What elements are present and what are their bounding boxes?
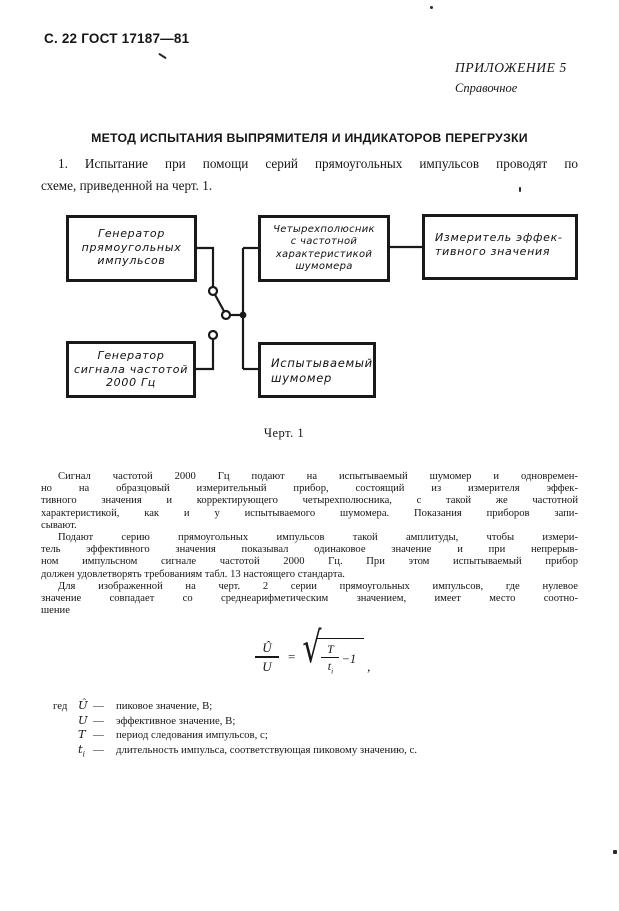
symbol-definitions: гед Û — пиковое значение, В; U — эффекти…	[53, 698, 418, 759]
intro-paragraph: 1. Испытание при помощи серий прямоуголь…	[41, 153, 578, 197]
paragraph-line: Сигнал частотой 2000 Гц подают на испыты…	[58, 471, 578, 482]
box-pulse-generator: Генератор прямоугольных импульсов	[66, 215, 197, 282]
dash: —	[93, 729, 104, 742]
dash: —	[93, 700, 104, 712]
fraction-bar	[321, 656, 340, 659]
scan-speck	[158, 52, 167, 60]
paragraph-line: характеристикой, как и у испытываемого ш…	[41, 507, 578, 519]
switch-contact-top	[207, 285, 219, 297]
formula-comma: ,	[367, 659, 371, 674]
box-line: импульсов	[97, 254, 166, 267]
appendix-subtitle: Справочное	[455, 81, 518, 95]
scan-speck	[519, 187, 521, 192]
section-title: МЕТОД ИСПЫТАНИЯ ВЫПРЯМИТЕЛЯ И ИНДИКАТОРО…	[91, 131, 528, 145]
box-line: прямоугольных	[81, 240, 182, 254]
paragraph-line: схеме, приведенной на черт. 1.	[41, 178, 213, 193]
box-line: шумомера	[295, 260, 353, 272]
paragraph-line: тивного значения и корректирующего четыр…	[41, 495, 578, 507]
switch-contact-bottom	[207, 329, 219, 341]
figure-caption: Черт. 1	[263, 426, 305, 440]
paragraph-line: Подают серию прямоугольных импульсов так…	[58, 532, 578, 544]
formula: Û U = √ T ti −1 ,	[255, 627, 371, 681]
paragraph-line: должен удовлетворять требованиям табл. 1…	[41, 568, 345, 580]
box-line: Измеритель эффек-	[435, 231, 563, 244]
definition-text: пиковое значение, В;	[116, 700, 213, 712]
box-four-pole-network: Четырехполюсник с частотной характеристи…	[258, 215, 390, 282]
square-root: √ T ti −1	[302, 627, 365, 676]
minus-one: −1	[341, 651, 357, 666]
inner-numerator: T	[327, 641, 334, 656]
paragraph-line: ном импульсном сигнале частотой 2000 Гц.…	[41, 556, 578, 568]
inner-fraction: T ti	[321, 641, 340, 676]
symbol: T	[78, 727, 86, 742]
box-line: тивного значения	[435, 245, 551, 258]
box-tested-sound-meter: Испытываемый шумомер	[258, 342, 376, 398]
definition-text: эффективное значение, В;	[116, 714, 236, 727]
scan-speck	[613, 850, 617, 854]
box-line: шумомер	[271, 371, 332, 385]
equals-sign: =	[288, 649, 296, 664]
paragraph-line: сывают.	[41, 519, 77, 531]
radical-sign: √	[302, 623, 322, 674]
definition-row: U — эффективное значение, В;	[53, 713, 417, 728]
symbol: Û	[78, 698, 88, 712]
appendix-title: ПРИЛОЖЕНИЕ 5	[455, 60, 567, 75]
box-rms-meter: Измеритель эффек- тивного значения	[422, 214, 578, 280]
standard-number: ГОСТ 17187—81	[81, 31, 190, 46]
formula-denominator: U	[262, 658, 272, 674]
inner-denominator: ti	[327, 659, 334, 676]
wire-signal-generator-to-switch	[196, 339, 215, 371]
definition-text: длительность импульса, соответствующая п…	[116, 744, 418, 757]
junction-dot	[239, 311, 247, 319]
paragraph-line: но на образцовый измерительный прибор, с…	[41, 483, 578, 495]
box-line: характеристикой	[275, 248, 373, 260]
page-header: С. 22 ГОСТ 17187—81	[44, 31, 189, 46]
radicand: T ti −1	[317, 637, 365, 676]
outer-fraction: Û U	[255, 641, 279, 673]
switch-arm	[213, 293, 225, 312]
dash: —	[93, 714, 104, 727]
paragraph-line: шение	[41, 605, 70, 617]
definition-row: T — период следования импульсов, с;	[53, 727, 417, 742]
dash: —	[93, 744, 104, 757]
body-text: Сигнал частотой 2000 Гц подают на испыты…	[41, 471, 578, 617]
box-line: с частотной	[290, 236, 358, 248]
box-line: сигнала частотой	[73, 362, 189, 376]
box-signal-generator: Генератор сигнала частотой 2000 Гц	[66, 341, 196, 398]
box-line: Генератор	[97, 349, 165, 362]
paragraph-line: значение совпадает со среднеарифметическ…	[41, 593, 578, 605]
box-line: 2000 Гц	[105, 376, 156, 389]
paragraph-line: тель эффективного значения показывал оди…	[41, 544, 578, 556]
appendix-block: ПРИЛОЖЕНИЕ 5 Справочное	[455, 60, 585, 96]
scan-speck	[430, 6, 433, 9]
definition-text: период следования импульсов, с;	[116, 729, 268, 742]
symbol: ti	[78, 742, 86, 759]
symbol: U	[78, 712, 88, 727]
page-number-label: С. 22	[44, 31, 78, 46]
paragraph-line: Для изображенной на черт. 2 серии прямоу…	[58, 580, 578, 592]
box-line: Испытываемый	[271, 356, 373, 370]
wire-pulse-generator-to-switch	[197, 246, 215, 287]
definition-row: гед Û — пиковое значение, В;	[53, 698, 417, 713]
switch-pole-contact	[220, 309, 232, 321]
box-line: Генератор	[98, 227, 165, 240]
where-label: гед	[53, 700, 68, 712]
fraction-bar	[255, 656, 279, 658]
paragraph-line: 1. Испытание при помощи серий прямоуголь…	[58, 156, 578, 171]
box-line: Четырехполюсник	[273, 224, 375, 235]
formula-numerator: Û	[262, 640, 272, 656]
definition-row: ti — длительность импульса, соответствую…	[53, 742, 418, 759]
